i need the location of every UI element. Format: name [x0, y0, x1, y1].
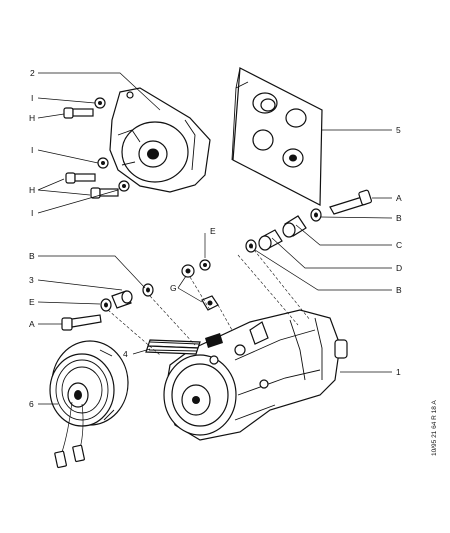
callout-4: 4 [123, 349, 128, 359]
callout-1: 1 [396, 367, 401, 377]
right-bolt-A [329, 189, 372, 215]
assembly-guide-lines [107, 245, 311, 356]
leader-lines [37, 72, 393, 405]
callout-H-mid: H [29, 185, 35, 195]
callout-E-left: E [29, 297, 35, 307]
right-spacer-C [282, 215, 307, 238]
drive-belt [145, 339, 201, 355]
center-nut-G2 [201, 295, 219, 311]
left-washer-B [142, 283, 154, 297]
ac-compressor [163, 309, 348, 441]
callout-E-top: E [210, 226, 216, 236]
callout-A-left: A [29, 319, 35, 329]
callout-A-right: A [396, 193, 402, 203]
center-washer-E [199, 259, 211, 271]
seal-kit-panel [231, 67, 323, 206]
right-washer-B [310, 208, 322, 222]
mounting-bracket [109, 87, 211, 193]
callout-2: 2 [30, 68, 35, 78]
bracket-washer-top [94, 97, 106, 109]
right-spacer-D [258, 229, 283, 251]
clutch-pulley [49, 340, 129, 427]
bracket-washer-mid [97, 157, 109, 169]
callout-B-left: B [29, 251, 35, 261]
clutch-wire-connectors [54, 401, 85, 469]
callout-I-mid: I [31, 145, 33, 155]
left-spacer-3 [111, 290, 133, 309]
bracket-bolt-top [63, 107, 94, 119]
bracket-washer-low [118, 180, 130, 192]
callout-B-right-1: B [396, 213, 402, 223]
callout-5: 5 [396, 125, 401, 135]
callout-I-low: I [31, 208, 33, 218]
center-nut-G1 [181, 264, 195, 278]
bracket-bolt-mid [65, 172, 96, 184]
callout-H-top: H [29, 113, 35, 123]
callout-G: G [170, 283, 177, 293]
callout-D: D [396, 263, 402, 273]
left-bolt-A [61, 314, 102, 331]
callout-I-top: I [31, 93, 33, 103]
reference-code: 10/95 21 64 R 18 A [431, 400, 438, 456]
callout-C: C [396, 240, 402, 250]
left-washer-E [100, 298, 112, 312]
callout-B-right-2: B [396, 285, 402, 295]
callout-6: 6 [29, 399, 34, 409]
callout-3: 3 [29, 275, 34, 285]
